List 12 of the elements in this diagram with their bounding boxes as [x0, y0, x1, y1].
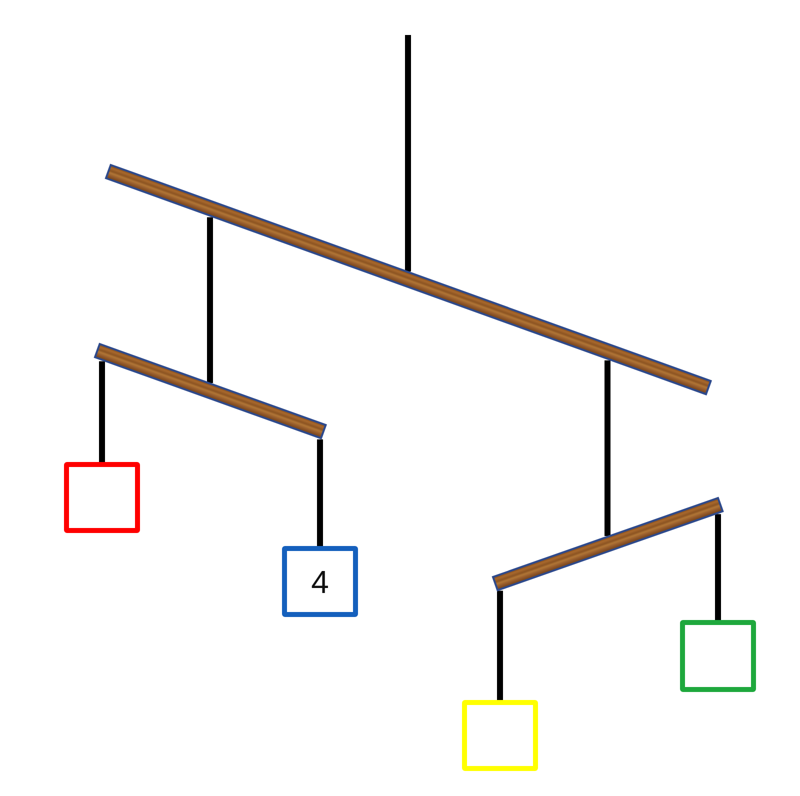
hanging-string [405, 35, 411, 272]
hanging-string [715, 514, 721, 620]
hanging-string [207, 217, 213, 383]
hanging-weight [282, 546, 358, 617]
hanging-string [604, 360, 610, 536]
hanging-string [317, 439, 323, 546]
hanging-weight [64, 462, 140, 533]
weight-value: 4 [311, 566, 329, 598]
hanging-string [99, 361, 105, 462]
hanging-string [497, 590, 503, 700]
hanging-weight [462, 700, 538, 771]
hanging-weight [680, 620, 756, 692]
